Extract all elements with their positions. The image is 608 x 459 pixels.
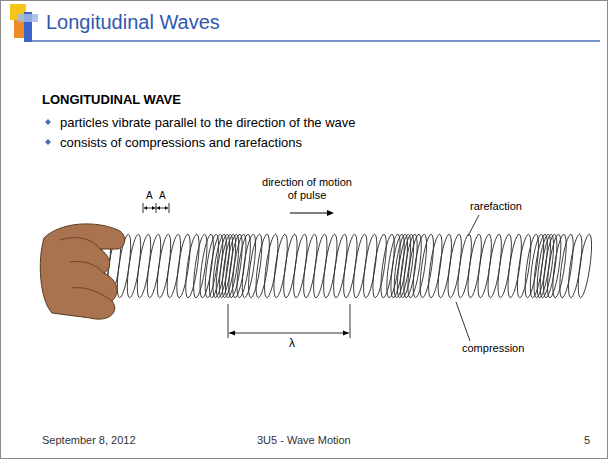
slide-number: 5 (584, 434, 590, 447)
spring-coil (575, 234, 594, 299)
direction-arrow (290, 210, 334, 216)
hand-fingers (60, 238, 112, 301)
direction-label: direction of motion of pulse (257, 176, 357, 202)
spring-coil (155, 234, 174, 299)
spring-coil (341, 234, 360, 299)
bullet-text: particles vibrate parallel to the direct… (60, 115, 356, 131)
spring-coil (246, 234, 265, 299)
spring-coil (145, 234, 164, 299)
spring-coil (475, 234, 494, 299)
spring-coil (465, 234, 484, 299)
spring-coil (445, 234, 464, 299)
slide-title: Longitudinal Waves (46, 10, 220, 34)
bullet-mark (45, 119, 51, 125)
spring-coil (485, 234, 504, 299)
spring-coil (164, 234, 183, 299)
spring-coil (455, 234, 474, 299)
hand (40, 224, 124, 319)
spring-coil (566, 234, 585, 299)
spring-coil (417, 234, 436, 299)
rarefaction-label: rarefaction (470, 200, 522, 213)
spring-coil (505, 234, 524, 299)
spring-coil (351, 234, 370, 299)
spring-coil (230, 234, 249, 299)
spring-coil (271, 234, 290, 299)
slinky-spring (95, 234, 595, 299)
footer-date: September 8, 2012 (42, 434, 136, 447)
spring-coil (291, 234, 310, 299)
spring-coil (541, 234, 560, 299)
spring-coil (281, 234, 300, 299)
heading: LONGITUDINAL WAVE (42, 92, 181, 108)
spring-coil (301, 234, 320, 299)
spring-coil (435, 234, 454, 299)
spring-coil (125, 234, 144, 299)
leader-line (468, 215, 479, 236)
spring-coil (183, 234, 202, 299)
spring-coil (311, 234, 330, 299)
spring-coil (495, 234, 514, 299)
footer-title: 3U5 - Wave Motion (257, 434, 351, 447)
amplitude-label: A (146, 190, 153, 202)
spring-coil (426, 234, 445, 299)
bullet-mark (45, 139, 51, 145)
spring-coil (370, 234, 389, 299)
spring-coil (135, 234, 154, 299)
header-rule (30, 40, 600, 42)
amplitude-marks (143, 203, 169, 213)
compression-label: compression (462, 342, 524, 355)
spring-coil (331, 234, 350, 299)
spring-coil (557, 234, 576, 299)
spring-coil (262, 234, 281, 299)
spring-coil (361, 234, 380, 299)
spring-coil (174, 234, 193, 299)
spring-coil (202, 234, 221, 299)
bullet-marks (45, 119, 51, 145)
leader-line (456, 302, 470, 341)
wavelength-dimension (228, 304, 350, 338)
spring-coil (401, 234, 420, 299)
hand-shape (40, 224, 124, 319)
amplitude-label: A (159, 190, 166, 202)
spring-coil (253, 234, 272, 299)
spring-coil (321, 234, 340, 299)
header-bar (18, 14, 38, 22)
wavelength-label: λ (289, 336, 295, 350)
bullet-text: consists of compressions and rarefaction… (60, 135, 302, 151)
